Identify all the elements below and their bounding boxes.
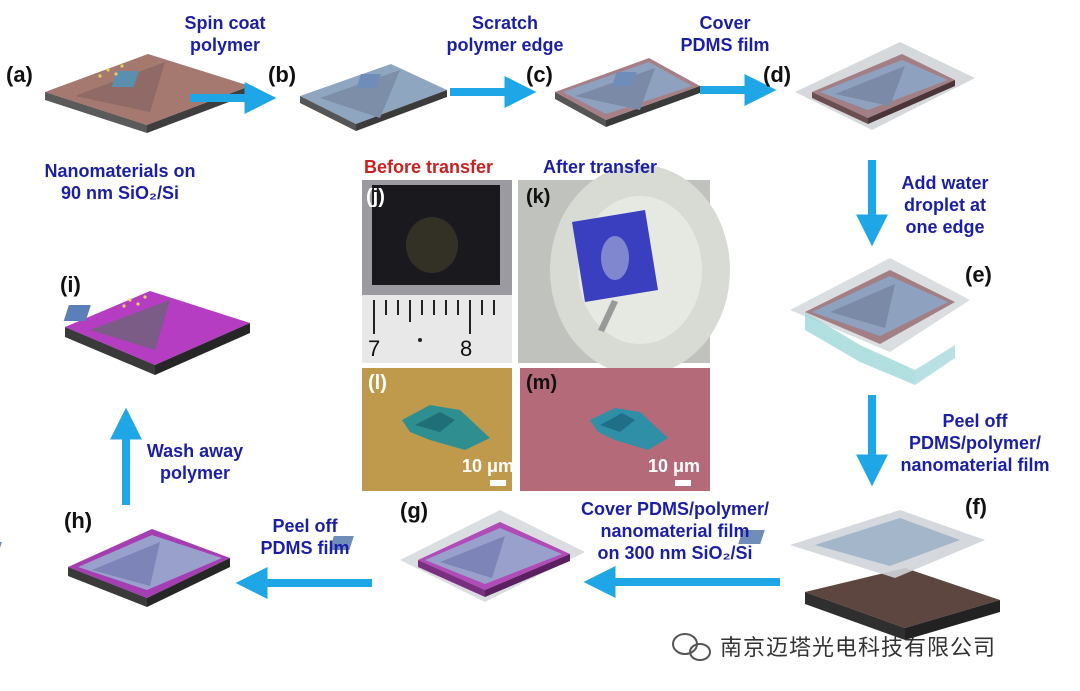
caption-line: one edge [905, 217, 985, 237]
panel-label-i: (i) [60, 272, 81, 297]
substrate-f [738, 510, 1000, 640]
flow-arrows [110, 74, 888, 599]
wechat-icon [672, 633, 711, 661]
panel-label-f: (f) [965, 494, 987, 519]
caption-line: Cover PDMS/polymer/ [580, 499, 770, 519]
panel-label-d: (d) [763, 62, 792, 87]
scale-label-l: 10 μm [462, 456, 515, 476]
panel-label-c: (c) [526, 62, 553, 87]
panel-label-e: (e) [965, 262, 992, 287]
caption-line: 90 nm SiO₂/Si [60, 183, 180, 203]
substrate-d [795, 42, 975, 130]
caption-line: Spin coat [184, 13, 266, 33]
panel-label-b: (b) [268, 62, 297, 87]
panel-label-l: (l) [368, 372, 387, 394]
ruler-label-8: 8 [460, 336, 473, 361]
panel-label-g: (g) [400, 498, 429, 523]
caption-line: Peel off [942, 411, 1008, 431]
caption-line: Wash away [146, 441, 244, 461]
before-transfer-title: Before transfer [364, 157, 494, 177]
caption-line: Nanomaterials on [44, 161, 196, 181]
substrate-g [329, 510, 585, 602]
caption-line: Cover [699, 13, 751, 33]
panel-label-a: (a) [6, 62, 33, 87]
panel-label-k: (k) [526, 186, 551, 208]
caption-line: Add water [901, 173, 989, 193]
panel-label-h: (h) [64, 508, 93, 533]
caption-line: droplet at [903, 195, 986, 215]
substrate-i [63, 291, 250, 375]
substrate-c [555, 58, 700, 127]
substrate-a [45, 54, 250, 133]
photo-l [362, 368, 512, 491]
photo-k [518, 165, 730, 375]
caption-line: PDMS film [260, 538, 350, 558]
caption-line: nanomaterial film [600, 521, 750, 541]
scale-label-m: 10 μm [648, 456, 701, 476]
caption-line: polymer [189, 35, 261, 55]
caption-line: PDMS film [680, 35, 770, 55]
caption-line: nanomaterial film [900, 455, 1050, 475]
caption-line: Scratch [471, 13, 539, 33]
photo-j [362, 180, 512, 363]
caption-line: polymer [159, 463, 231, 483]
scale-bar-l [490, 480, 506, 486]
panel-label-m: (m) [526, 372, 558, 394]
substrate-h [0, 529, 230, 607]
after-transfer-title: After transfer [543, 157, 658, 177]
substrate-b [300, 64, 447, 131]
ruler-label-7: 7 [368, 336, 381, 361]
panel-label-j: (j) [366, 186, 385, 208]
caption-line: on 300 nm SiO₂/Si [597, 543, 753, 563]
caption-line: polymer edge [446, 35, 564, 55]
caption-line: Peel off [272, 516, 338, 536]
photo-m [520, 368, 710, 491]
scale-bar-m [675, 480, 691, 486]
substrate-e [790, 258, 970, 385]
caption-line: PDMS/polymer/ [908, 433, 1042, 453]
watermark-text: 南京迈塔光电科技有限公司 [720, 635, 997, 660]
